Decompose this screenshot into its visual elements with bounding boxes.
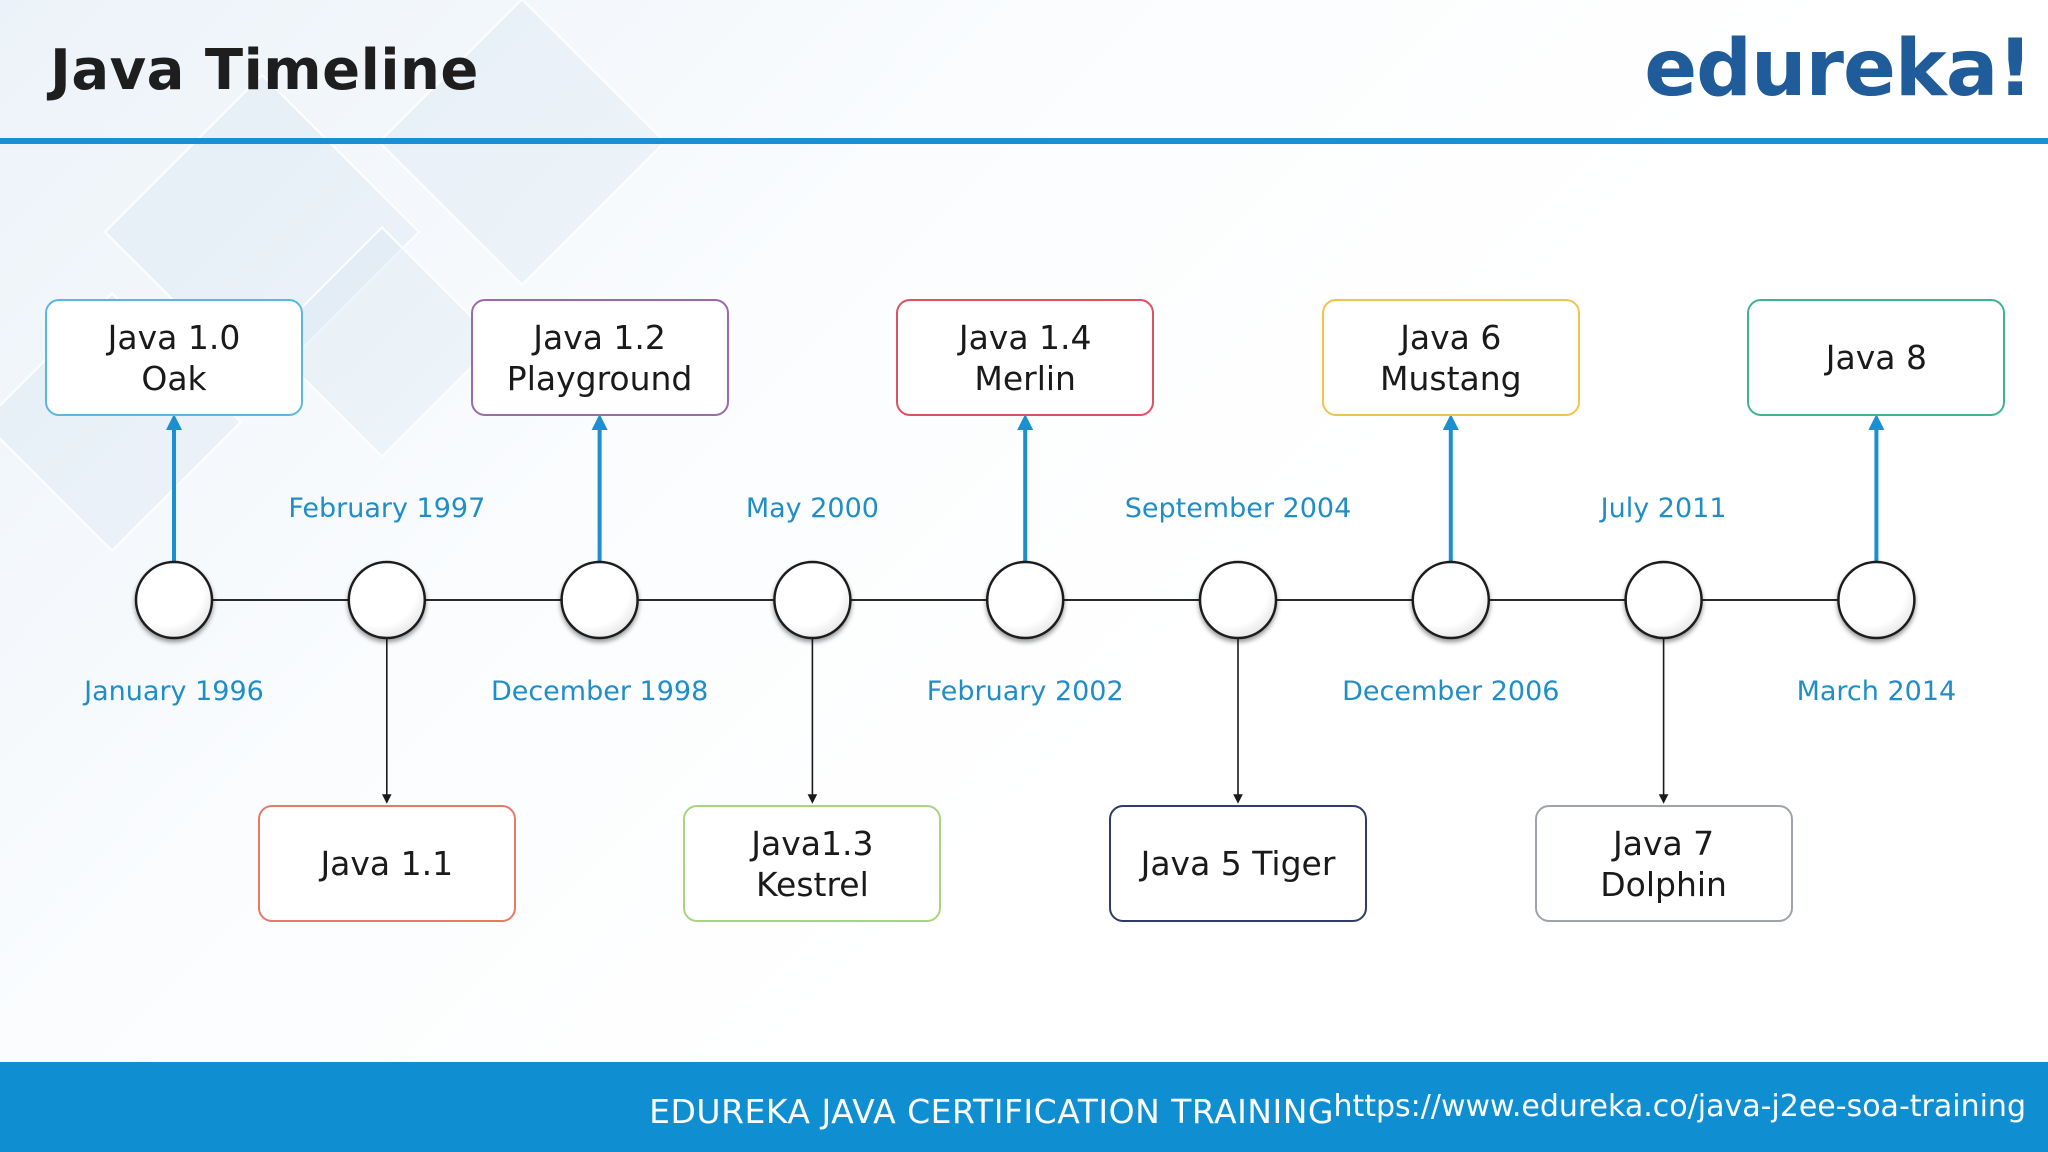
version-label: Oak (141, 358, 207, 398)
timeline-node (347, 560, 427, 640)
footer-title: EDUREKA JAVA CERTIFICATION TRAINING (649, 1092, 1334, 1131)
version-label: Java 1.2 (533, 317, 666, 357)
version-label: Kestrel (756, 864, 869, 904)
version-box: Java 1.1 (257, 805, 516, 922)
timeline-node (985, 560, 1065, 640)
footer-bar: EDUREKA JAVA CERTIFICATION TRAINING http… (0, 1062, 2048, 1152)
timeline-node (134, 560, 214, 640)
version-label: Java1.3 (751, 823, 874, 863)
release-date: July 2011 (1600, 493, 1727, 524)
version-label: Java 1.4 (958, 317, 1092, 357)
release-date: September 2004 (1124, 493, 1352, 524)
edureka-logo: edureka! (1644, 24, 2033, 114)
timeline-node (1624, 560, 1703, 640)
release-date: February 1997 (288, 493, 486, 524)
timeline-node (560, 560, 639, 640)
version-label: Java 5 Tiger (1140, 844, 1336, 883)
release-date: March 2014 (1796, 676, 1957, 707)
timeline-node (773, 560, 852, 640)
release-date: February 2002 (926, 676, 1124, 707)
timeline-node (1198, 560, 1278, 640)
timeline-node (1837, 560, 1916, 640)
footer-url[interactable]: https://www.edureka.co/java-j2ee-soa-tra… (1333, 1089, 2026, 1124)
page-title: Java Timeline (50, 38, 479, 103)
version-box: Java 8 (1747, 299, 2006, 416)
release-date: December 2006 (1342, 676, 1560, 707)
version-label: Java 1.0 (107, 317, 241, 357)
release-date: May 2000 (745, 493, 879, 524)
version-label: Java 6 (1400, 317, 1502, 357)
version-label: Playground (506, 358, 693, 398)
version-label: Mustang (1379, 358, 1522, 398)
version-box-text: Java 5 Tiger (1141, 843, 1336, 884)
timeline-node (1411, 560, 1491, 640)
version-label: Merlin (974, 358, 1076, 398)
version-label: Java 7 (1612, 823, 1715, 863)
header-divider (0, 138, 2048, 144)
version-label: Dolphin (1600, 864, 1727, 904)
version-label: Java 1.1 (320, 844, 454, 883)
timeline-arrows (166, 414, 1885, 804)
version-box: Java 5 Tiger (1109, 805, 1367, 922)
version-box-text: Java 8 (1826, 337, 1927, 378)
timeline-nodes (134, 560, 1916, 640)
timeline-diagram (134, 414, 1916, 804)
release-date: December 1998 (490, 676, 709, 707)
release-date: January 1996 (84, 676, 264, 707)
version-label: Java 8 (1825, 338, 1927, 377)
version-box-text: Java 1.1 (320, 843, 453, 884)
